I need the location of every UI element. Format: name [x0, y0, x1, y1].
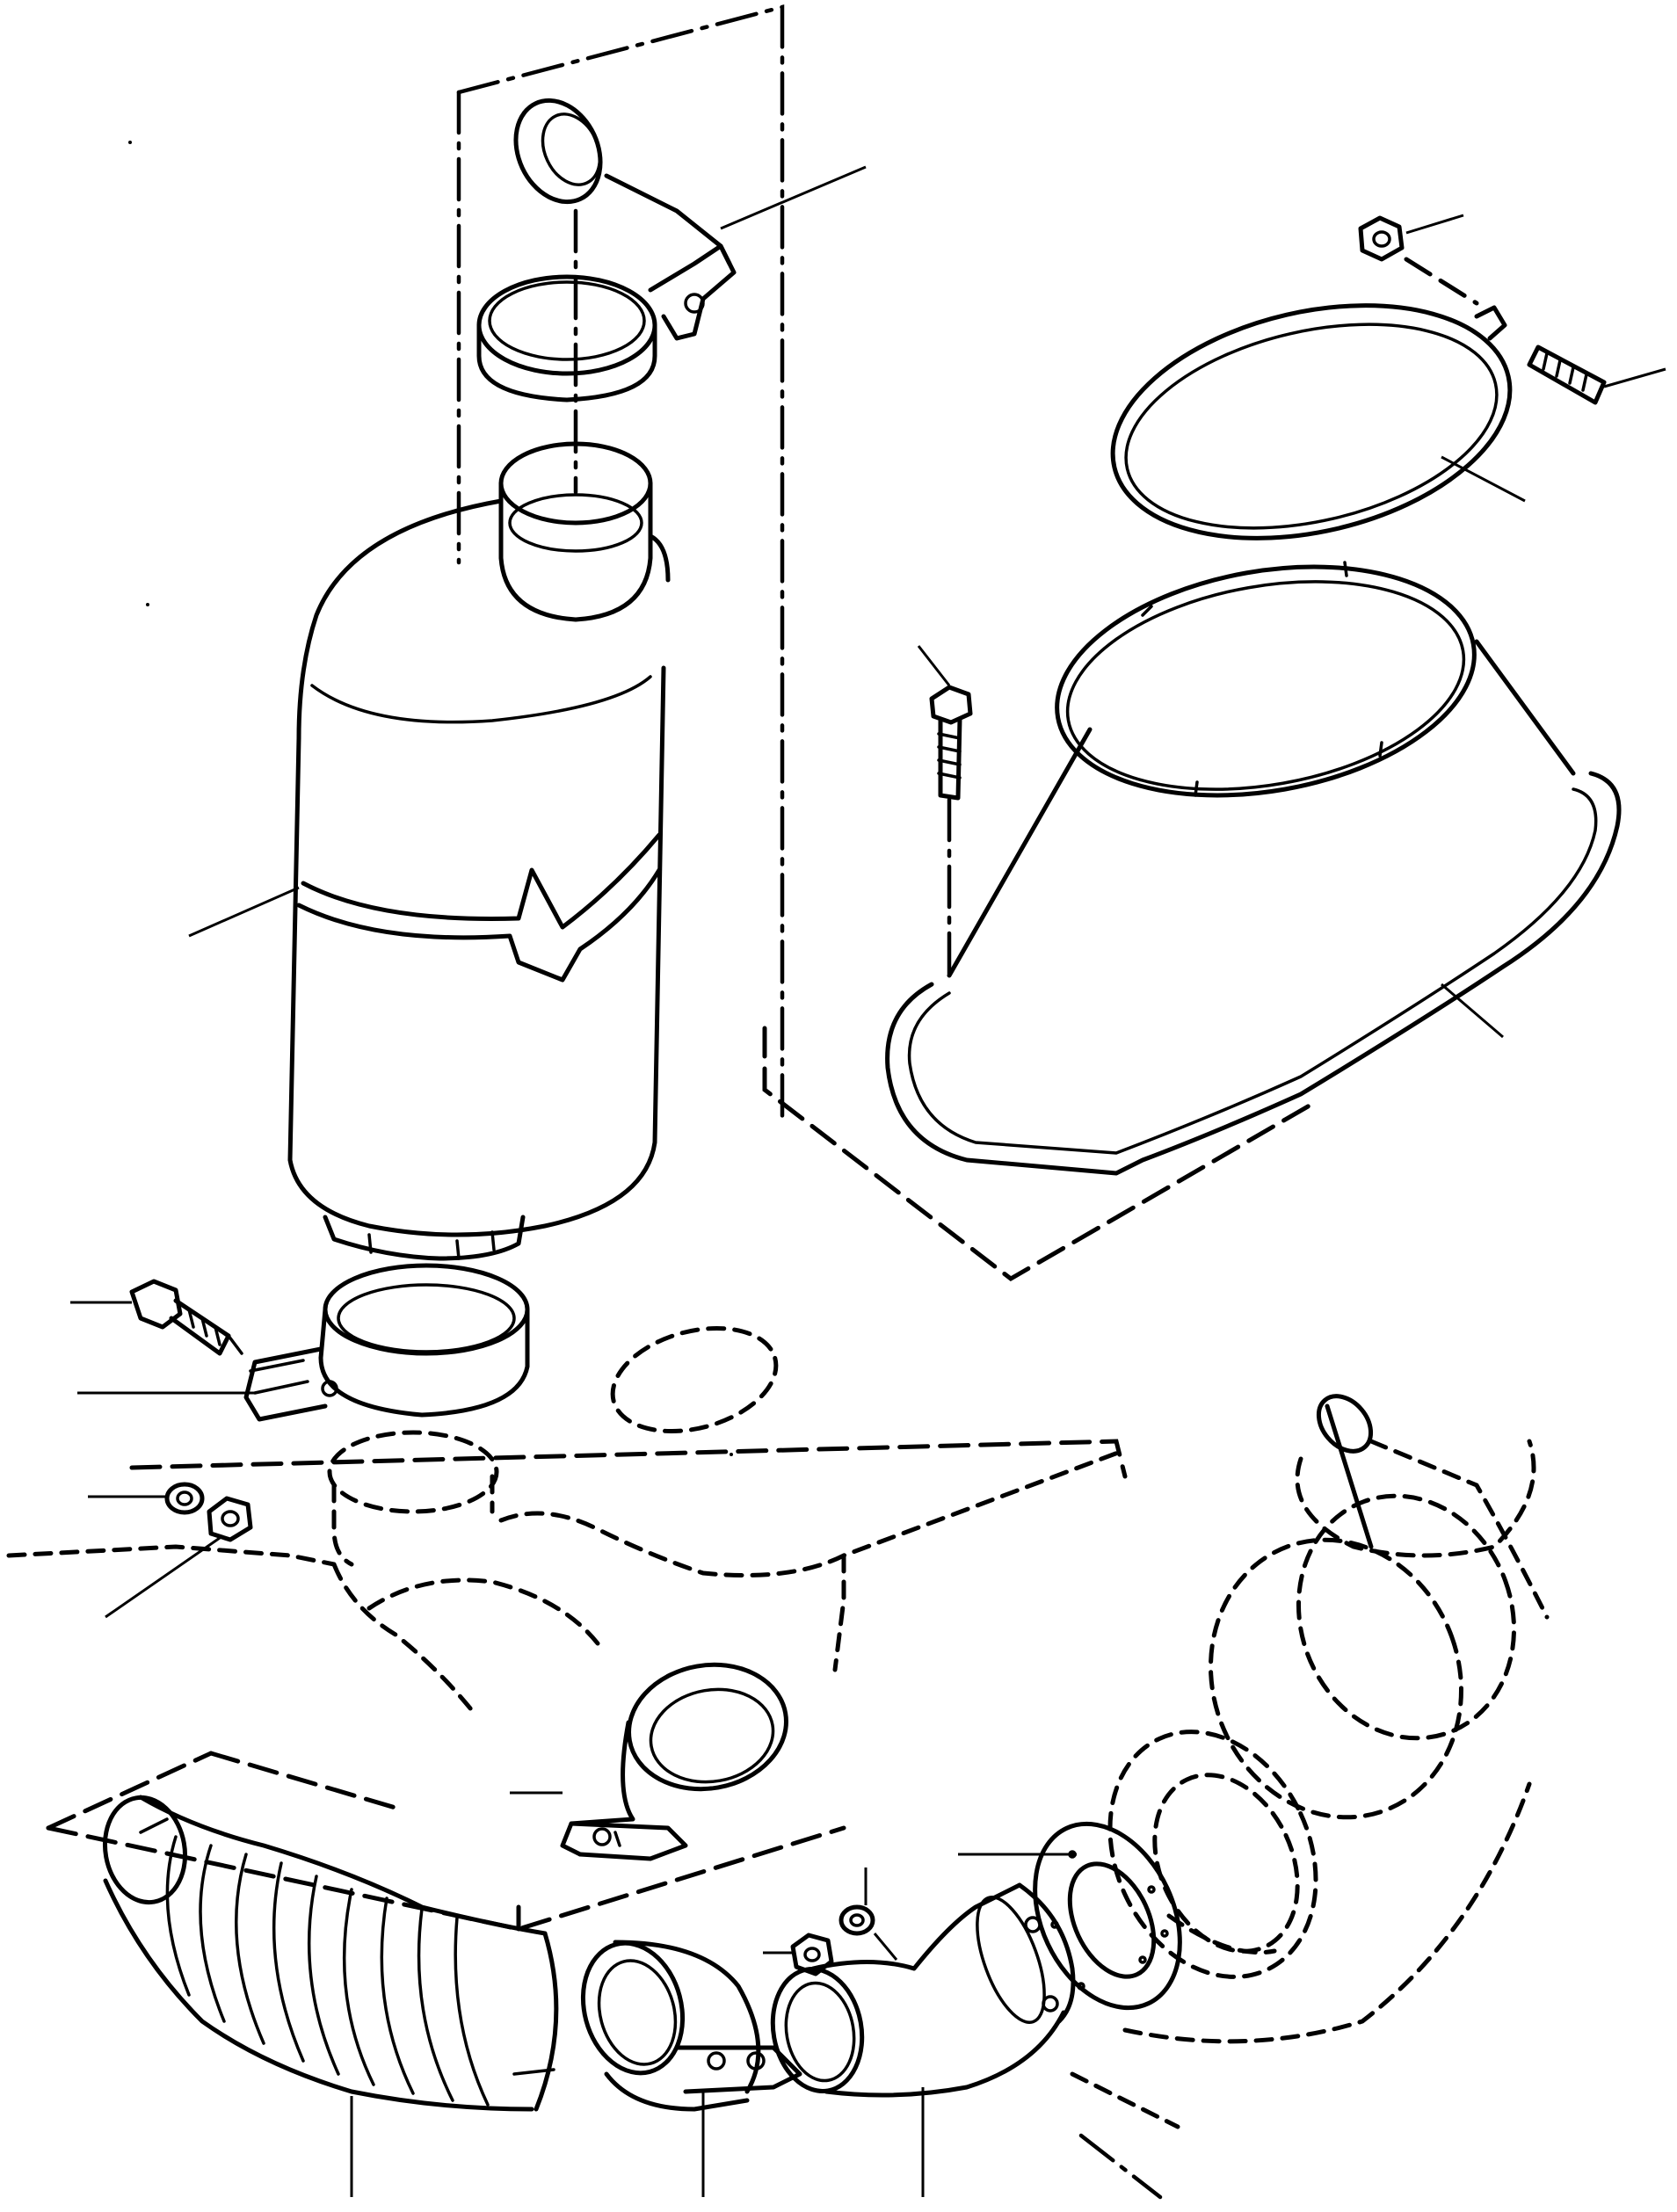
- pipe-clamp: [510, 1662, 788, 1861]
- band-screw: [1527, 344, 1666, 405]
- band-nut: [1358, 214, 1479, 306]
- nut: [105, 1496, 253, 1619]
- band-clamp: [1110, 303, 1526, 540]
- assembly-boundary-right: [762, 1026, 1317, 1282]
- scan-dot: [146, 603, 149, 606]
- tube-clamp: [580, 1940, 802, 2197]
- muffler: [188, 441, 671, 1261]
- hood-clamp: [476, 98, 867, 403]
- assembly-boundary-upper: [456, 4, 785, 1119]
- elbow-washer: [838, 1868, 898, 1961]
- turbocharger-hidden: [1070, 1394, 1550, 2200]
- lock-washer: [88, 1482, 205, 1515]
- engine-outline-hidden: [6, 1325, 1128, 1716]
- flex-pipe: [102, 1795, 559, 2197]
- scan-dot: [730, 1453, 733, 1456]
- exhaust-clamp-bolt: [70, 1279, 243, 1356]
- elbow-pipe: [770, 1882, 1076, 2197]
- precleaner-cone: [885, 561, 1622, 1176]
- scan-dot: [128, 141, 132, 144]
- exhaust-clamp: [77, 1263, 530, 1422]
- cone-bolt: [917, 645, 973, 987]
- elbow-nut: [763, 1933, 834, 1976]
